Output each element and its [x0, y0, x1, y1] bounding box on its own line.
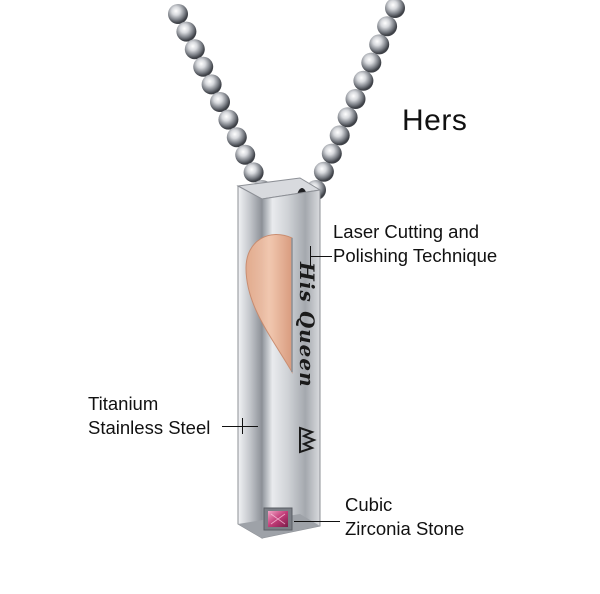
callout-stone-line2: Zirconia Stone [345, 518, 465, 539]
chain-bead [321, 143, 342, 164]
leader-laser [310, 256, 332, 257]
leader-stone [294, 521, 340, 522]
stone-sparkle [270, 513, 286, 525]
callout-laser-line1: Laser Cutting and [333, 221, 480, 242]
chain-bead [361, 52, 382, 73]
pendant-front-face [237, 185, 263, 539]
chain-bead [369, 34, 390, 55]
chain-bead [168, 4, 188, 24]
callout-zirconia-stone: Cubic Zirconia Stone [345, 493, 464, 541]
chain-right [306, 0, 405, 200]
leader-steel [222, 426, 258, 427]
chain-bead [337, 107, 358, 128]
chain-bead [176, 21, 197, 42]
chain-bead [201, 74, 222, 95]
chain-bead [184, 39, 205, 60]
chain-bead [353, 70, 374, 91]
callout-laser-cutting: Laser Cutting and Polishing Technique [333, 220, 497, 268]
rose-gold-half-heart [245, 234, 293, 374]
callout-steel-line2: Stainless Steel [88, 417, 211, 438]
leader-laser-vertical [310, 246, 311, 266]
chain-bead [385, 0, 405, 18]
chain-bead [193, 56, 214, 77]
chain-bead [377, 16, 398, 37]
chain-left [168, 4, 272, 200]
leader-steel-vertical [242, 418, 243, 434]
page-title: Hers [402, 104, 468, 137]
chain-bead [243, 162, 264, 183]
callout-laser-line2: Polishing Technique [333, 245, 498, 266]
callout-titanium-steel: Titanium Stainless Steel [88, 392, 210, 440]
chain-bead [313, 161, 334, 182]
callout-steel-line1: Titanium [88, 393, 159, 414]
chain-bead [235, 144, 256, 165]
chain-bead [210, 92, 230, 112]
callout-stone-line1: Cubic [345, 494, 393, 515]
chain-bead [345, 89, 366, 109]
chain-bead [218, 109, 239, 130]
engraving-text: His Queen [295, 261, 319, 388]
chain-bead [226, 127, 247, 148]
crown-icon [299, 426, 317, 454]
chain-bead [329, 125, 350, 146]
